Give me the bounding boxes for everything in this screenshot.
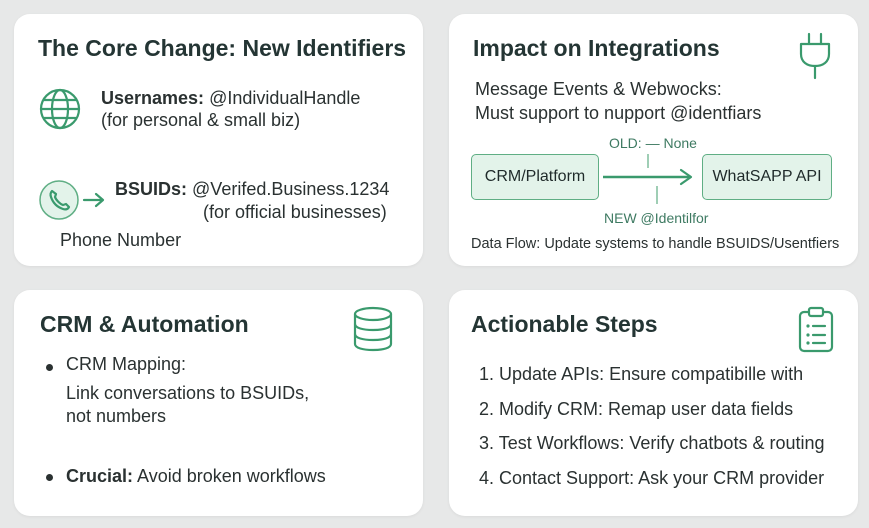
core-change-title: The Core Change: New Identifiers xyxy=(38,35,407,61)
whatsapp-api-box: WhatSAPP API xyxy=(702,154,832,200)
usernames-note: (for personal & small biz) xyxy=(101,110,301,130)
step-item: 1. Update APIs: Ensure compatibille with xyxy=(479,364,804,384)
crm-mapping-line2: Link conversations to BSUIDs, xyxy=(66,383,310,403)
bsuids-note: (for official businesses) xyxy=(203,202,387,222)
crm-mapping-line3: not numbers xyxy=(66,406,167,426)
core-change-card: The Core Change: New Identifiers Usernam… xyxy=(14,14,423,266)
bsuids-line: BSUIDs: @Verifed.Business.1234 xyxy=(115,179,389,200)
usernames-value: @IndividualHandle xyxy=(209,88,361,108)
bsuids-label: BSUIDs: xyxy=(115,179,188,199)
step-item: 3. Test Workflows: Verify chatbots & rou… xyxy=(479,433,825,453)
crm-automation-card: CRM & Automation CRM Mapping: Link conve… xyxy=(14,290,423,516)
new-identifier-label: NEW @Identilfor xyxy=(604,210,709,226)
crm-mapping-label: CRM Mapping: xyxy=(66,354,187,374)
crucial-value: Avoid broken workflows xyxy=(137,466,326,486)
clipboard-icon xyxy=(798,306,834,353)
crucial-line: Crucial: Avoid broken workflows xyxy=(66,466,326,487)
integrations-line1: Message Events & Webwocks: xyxy=(475,79,722,99)
integrations-line2: Must support to nupport @identfiars xyxy=(475,103,762,123)
bullet-dot xyxy=(46,474,53,481)
usernames-line: Usernames: @IndividualHandle xyxy=(101,88,360,109)
globe-icon xyxy=(39,88,81,130)
step-item: 4. Contact Support: Ask your CRM provide… xyxy=(479,468,825,488)
phone-number-label: Phone Number xyxy=(60,230,182,250)
data-flow-footer: Data Flow: Update systems to handle BSUI… xyxy=(471,236,840,252)
integrations-title: Impact on Integrations xyxy=(473,35,720,61)
usernames-label: Usernames: xyxy=(101,88,205,108)
bullet-dot xyxy=(46,364,53,371)
phone-icon xyxy=(39,180,79,220)
crm-platform-box: CRM/Platform xyxy=(471,154,599,200)
bsuids-value: @Verifed.Business.1234 xyxy=(192,179,390,199)
steps-title: Actionable Steps xyxy=(471,311,658,337)
data-flow-arrow xyxy=(603,154,693,204)
database-icon xyxy=(353,306,393,352)
arrow-right-icon xyxy=(82,192,105,208)
step-item: 2. Modify CRM: Remap user data fields xyxy=(479,399,794,419)
actionable-steps-card: Actionable Steps 1. Update APIs: Ensure … xyxy=(449,290,858,516)
old-identifier-label: OLD: — None xyxy=(609,135,697,151)
crucial-label: Crucial: xyxy=(66,466,134,486)
crm-title: CRM & Automation xyxy=(40,311,249,337)
plug-icon xyxy=(799,32,831,80)
integrations-card: Impact on Integrations Message Events & … xyxy=(449,14,858,266)
